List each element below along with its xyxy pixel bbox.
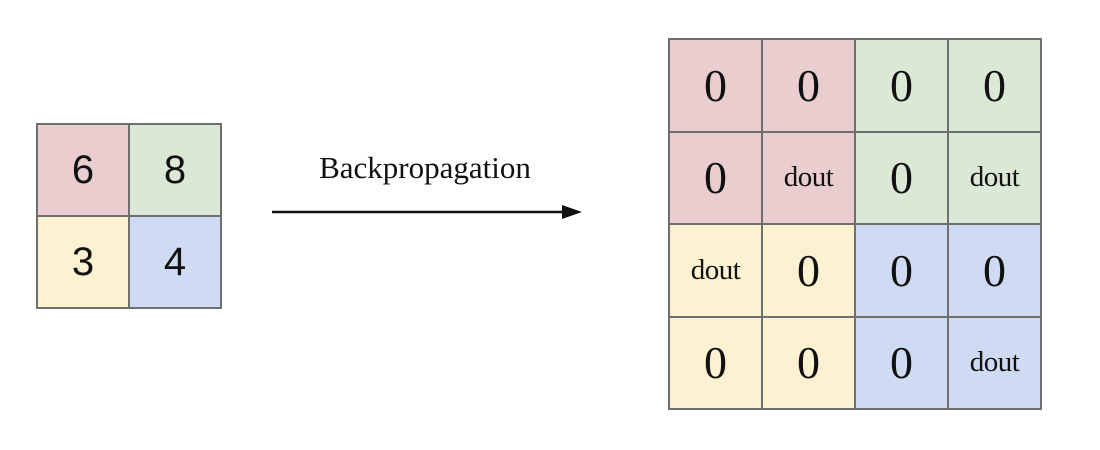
output-cell: 0 — [669, 39, 762, 132]
output-cell: 0 — [762, 316, 855, 409]
input-matrix: 6 8 3 4 — [36, 123, 222, 309]
output-cell: 0 — [855, 224, 948, 317]
output-cell: 0 — [855, 316, 948, 409]
output-cell: dout — [948, 131, 1041, 224]
input-cell: 3 — [37, 216, 129, 308]
output-cell: dout — [948, 316, 1041, 409]
output-cell: 0 — [948, 224, 1041, 317]
arrow-label: Backpropagation — [319, 150, 531, 185]
output-cell: 0 — [948, 39, 1041, 132]
output-cell: dout — [669, 224, 762, 317]
output-cell: dout — [762, 131, 855, 224]
output-cell: 0 — [762, 39, 855, 132]
output-cell: 0 — [762, 224, 855, 317]
output-cell: 0 — [669, 131, 762, 224]
output-cell: 0 — [855, 39, 948, 132]
input-cell: 4 — [129, 216, 221, 308]
input-cell: 6 — [37, 124, 129, 216]
output-cell: 0 — [855, 131, 948, 224]
input-cell: 8 — [129, 124, 221, 216]
output-cell: 0 — [669, 316, 762, 409]
right-arrow-icon — [272, 205, 582, 219]
output-gradient-matrix: 0 0 0 0 0 dout 0 dout dout 0 0 0 0 0 0 d… — [668, 38, 1042, 410]
arrow-head — [562, 205, 582, 219]
